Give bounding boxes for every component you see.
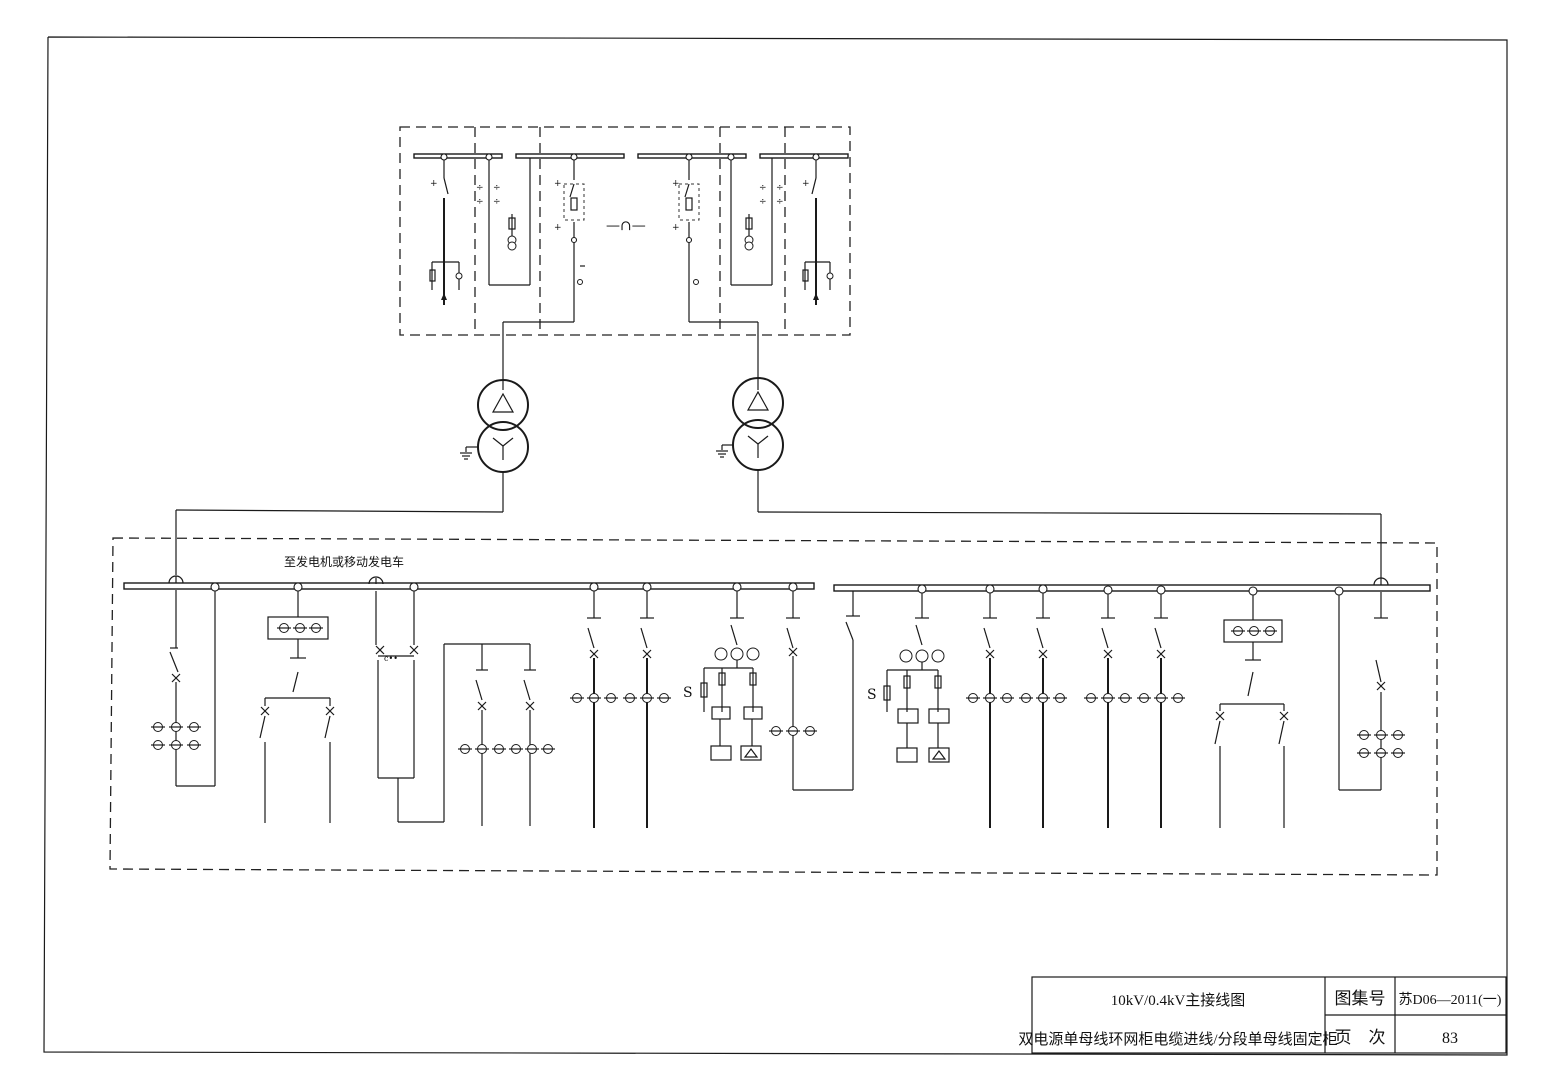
svg-text:S: S	[683, 685, 693, 701]
load-switch-cabinet-right: + +	[672, 153, 759, 390]
svg-text:+: +	[802, 179, 810, 189]
svg-text:÷: ÷	[759, 183, 767, 193]
transformer-left	[175, 379, 529, 575]
delta-icon	[491, 392, 515, 413]
busbar-04kv-section-2	[833, 584, 1431, 592]
incoming-breaker-right	[1334, 586, 1406, 791]
svg-text:÷: ÷	[759, 197, 767, 207]
dual-feeder-cabinet	[259, 582, 335, 823]
transformer-right	[715, 377, 1382, 577]
svg-text:c••: c••	[384, 654, 398, 663]
capacitor-cabinet-1: S	[683, 582, 763, 761]
svg-text:+: +	[672, 179, 680, 189]
ground-icon	[715, 450, 729, 458]
svg-text:÷: ÷	[476, 183, 484, 193]
title-line-2: 双电源单母线环网柜电缆进线/分段单母线固定柜	[1018, 1031, 1337, 1048]
svg-text:÷: ÷	[776, 197, 784, 207]
pt-cabinet-right: ÷ ÷ ÷ ÷	[727, 153, 784, 286]
atlas-number-value: 苏D06—2011(一)	[1399, 992, 1502, 1008]
atlas-number-label: 图集号	[1335, 989, 1386, 1008]
page-number: 83	[1442, 1030, 1458, 1047]
feeder-cabinet-2	[965, 584, 1068, 828]
svg-text:+: +	[672, 223, 680, 233]
dual-feeder-cabinet-right	[1214, 586, 1289, 828]
incoming-cabinet-right: +	[802, 153, 834, 305]
ring-main-unit-10kv: + ÷ ÷ ÷ ÷	[399, 126, 851, 390]
incoming-cabinet-left: +	[429, 153, 463, 305]
title-line-1: 10kV/0.4kV主接线图	[1111, 992, 1246, 1009]
ground-icon	[459, 452, 473, 460]
page-label: 页 次	[1335, 1028, 1386, 1047]
incoming-breaker-left	[150, 582, 220, 787]
feeder-cabinet-3	[1083, 585, 1186, 828]
sheet-border	[43, 36, 1508, 1056]
switchgear-04kv: 至发电机或移动发电车	[109, 537, 1438, 876]
delta-icon	[746, 390, 770, 411]
wye-icon	[492, 437, 514, 460]
svg-text:+: +	[430, 179, 438, 189]
svg-text:÷: ÷	[476, 197, 484, 207]
feeder-cabinet-1	[569, 582, 672, 828]
pt-cabinet-left: ÷ ÷ ÷ ÷	[476, 153, 531, 286]
ring-tie-symbol: —∩—	[606, 218, 646, 234]
svg-text:÷: ÷	[776, 183, 784, 193]
bus-tie-cabinet	[768, 582, 860, 791]
svg-text:+: +	[554, 179, 562, 189]
svg-text:÷: ÷	[493, 197, 501, 207]
busbar-10kv-left-b	[515, 153, 625, 159]
capacitor-cabinet-2: S	[867, 584, 950, 763]
svg-text:÷: ÷	[493, 183, 501, 193]
load-switch-cabinet-left: + +	[502, 153, 585, 390]
busbar-10kv-right-a	[759, 153, 849, 159]
generator-note: 至发电机或移动发电车	[284, 554, 404, 569]
busbar-10kv-left-a	[413, 153, 503, 159]
title-block: 10kV/0.4kV主接线图 双电源单母线环网柜电缆进线/分段单母线固定柜 图集…	[1018, 976, 1507, 1054]
svg-text:+: +	[554, 223, 562, 233]
wye-icon	[747, 435, 769, 458]
svg-text:S: S	[867, 687, 877, 703]
generator-changeover-cabinet: c••	[375, 578, 556, 826]
busbar-04kv-section-1	[123, 582, 815, 590]
